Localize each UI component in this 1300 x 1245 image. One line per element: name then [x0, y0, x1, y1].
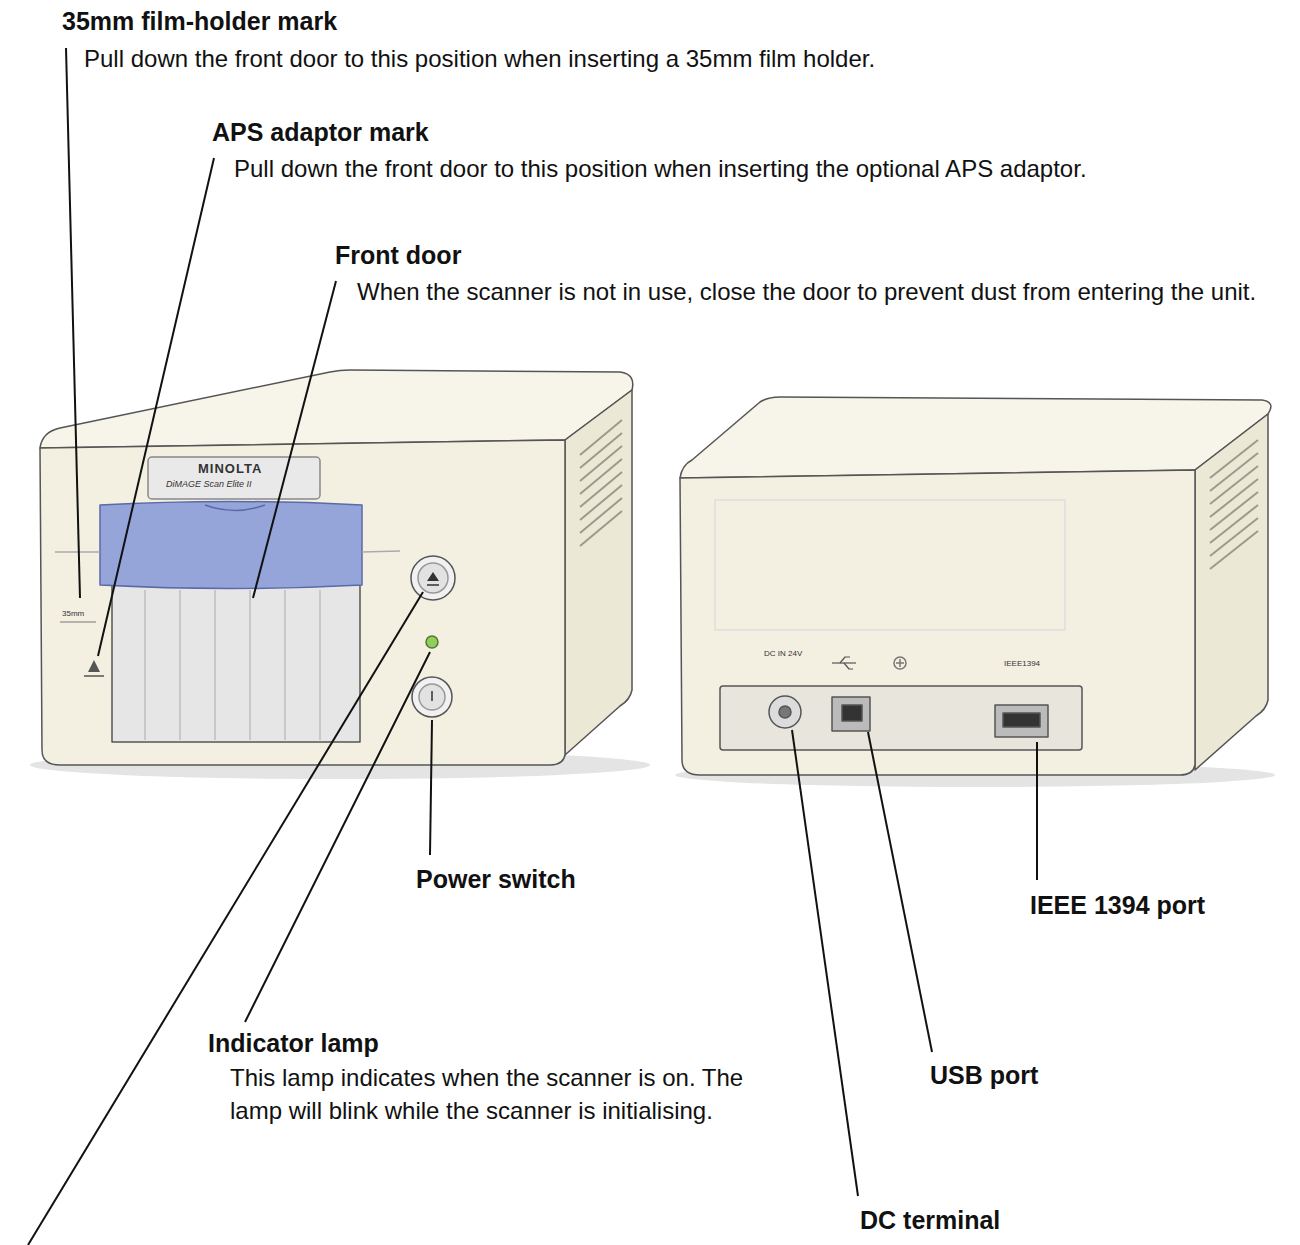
mark-text: 35mm — [62, 610, 84, 619]
part-name: Front door — [335, 240, 461, 270]
part-name: 35mm film-holder mark — [62, 6, 337, 36]
leader-lines — [28, 48, 1037, 1245]
part-name: IEEE 1394 port — [1030, 890, 1205, 920]
brand-text: MINOLTA — [198, 462, 262, 476]
part-name: APS adaptor mark — [212, 117, 429, 147]
part-name: USB port — [930, 1060, 1038, 1090]
part-note: Pull down the front door to this positio… — [234, 153, 1294, 186]
rear-scanner — [680, 397, 1271, 775]
port-text: DC IN 24V — [764, 650, 802, 659]
part-name: Power switch — [416, 864, 576, 894]
part-note: Pull down the front door to this positio… — [84, 43, 1284, 76]
part-note: This lamp indicates when the scanner is … — [230, 1062, 778, 1127]
part-name: Indicator lamp — [208, 1028, 379, 1058]
front-scanner — [40, 370, 633, 765]
part-name: DC terminal — [860, 1205, 1000, 1235]
model-text: DiMAGE Scan Elite II — [166, 480, 252, 490]
part-note: When the scanner is not in use, close th… — [357, 276, 1267, 309]
port-text: IEEE1394 — [1004, 660, 1040, 669]
